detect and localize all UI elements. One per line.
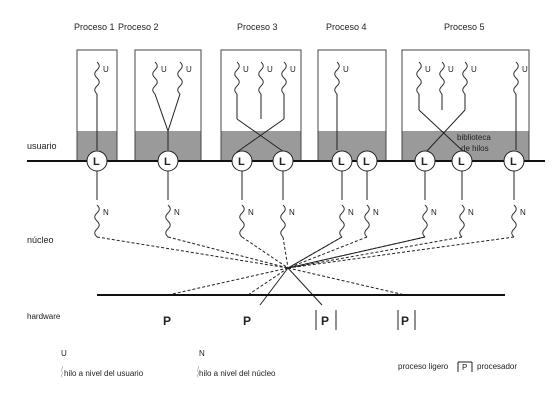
u-label: U bbox=[425, 65, 431, 74]
processor-label: P bbox=[163, 314, 171, 328]
lwp-label: L bbox=[338, 156, 345, 168]
n-label: N bbox=[431, 208, 437, 217]
process-4-title: Proceso 4 bbox=[326, 22, 367, 32]
process-1-title: Proceso 1 bbox=[74, 22, 115, 32]
u-label: U bbox=[471, 65, 477, 74]
library-label-line2: de hilos bbox=[461, 144, 489, 153]
legend-kernel-thread-text: hilo a nivel del núcleo bbox=[199, 369, 276, 378]
legend-processor-text: procesador bbox=[477, 362, 517, 371]
user-to-lwp-lines bbox=[96, 93, 517, 153]
scheduler-lines bbox=[96, 236, 515, 296]
u-label: U bbox=[103, 65, 109, 74]
process-3-title: Proceso 3 bbox=[237, 22, 278, 32]
lwp-label: L bbox=[458, 156, 465, 168]
lwp-circle: L bbox=[231, 150, 253, 172]
n-label: N bbox=[248, 208, 254, 217]
u-label: U bbox=[267, 65, 273, 74]
lwp-circle: L bbox=[414, 150, 436, 172]
n-label: N bbox=[520, 208, 526, 217]
processor-lines bbox=[259, 267, 323, 306]
user-thread-labels: U U U U U U U U U U U bbox=[103, 65, 528, 74]
lwp-label: L bbox=[421, 156, 428, 168]
lwp-circle: L bbox=[451, 150, 473, 172]
lwp-circle: L bbox=[503, 150, 525, 172]
hardware-layer-label: hardware bbox=[27, 312, 61, 321]
processor-box: P bbox=[315, 310, 337, 330]
lwp-group: L L L L L L L L L bbox=[86, 150, 525, 172]
legend-n-symbol: N bbox=[199, 349, 205, 358]
lwp-label: L bbox=[93, 156, 100, 168]
lwp-label: L bbox=[510, 156, 517, 168]
u-label: U bbox=[448, 65, 454, 74]
lwp-label: L bbox=[164, 156, 171, 168]
u-label: U bbox=[243, 65, 249, 74]
legend-p-symbol: P bbox=[462, 363, 467, 372]
processor-label: P bbox=[401, 314, 409, 328]
u-label: U bbox=[522, 65, 528, 74]
u-label: U bbox=[161, 65, 167, 74]
process-2-title: Proceso 2 bbox=[118, 22, 159, 32]
lwp-label: L bbox=[238, 156, 245, 168]
kernel-thread-labels: N N N N N N N N N bbox=[103, 208, 526, 217]
n-label: N bbox=[289, 208, 295, 217]
process-5-title: Proceso 5 bbox=[444, 22, 485, 32]
legend-user-thread-text: hilo a nivel del usuario bbox=[64, 369, 144, 378]
n-label: N bbox=[348, 208, 354, 217]
legend-processor-box: P bbox=[457, 361, 473, 372]
legend: U hilo a nivel del usuario N hilo a nive… bbox=[61, 349, 517, 378]
n-label: N bbox=[103, 208, 109, 217]
process-box-4 bbox=[317, 49, 387, 161]
n-label: N bbox=[373, 208, 379, 217]
processor-box: P bbox=[397, 310, 416, 330]
legend-lwp-text: proceso ligero bbox=[398, 362, 449, 371]
lwp-circle: L bbox=[272, 150, 294, 172]
processor-label: P bbox=[243, 314, 251, 328]
lwp-circle: L bbox=[356, 150, 378, 172]
library-label-line1: biblioteca bbox=[457, 133, 491, 142]
user-layer-label: usuario bbox=[27, 141, 57, 151]
u-label: U bbox=[186, 65, 192, 74]
lwp-circle: L bbox=[331, 150, 353, 172]
n-label: N bbox=[174, 208, 180, 217]
lwp-circle: L bbox=[86, 150, 108, 172]
n-label: N bbox=[468, 208, 474, 217]
kernel-layer-label: núcleo bbox=[27, 235, 54, 245]
u-label: U bbox=[343, 65, 349, 74]
lwp-label: L bbox=[279, 156, 286, 168]
lwp-circle: L bbox=[157, 150, 179, 172]
legend-u-symbol: U bbox=[61, 349, 67, 358]
kernel-thread-group bbox=[94, 171, 517, 238]
lwp-label: L bbox=[363, 156, 370, 168]
processor-label: P bbox=[321, 314, 329, 328]
processors: P P P P bbox=[163, 310, 416, 330]
u-label: U bbox=[290, 65, 296, 74]
